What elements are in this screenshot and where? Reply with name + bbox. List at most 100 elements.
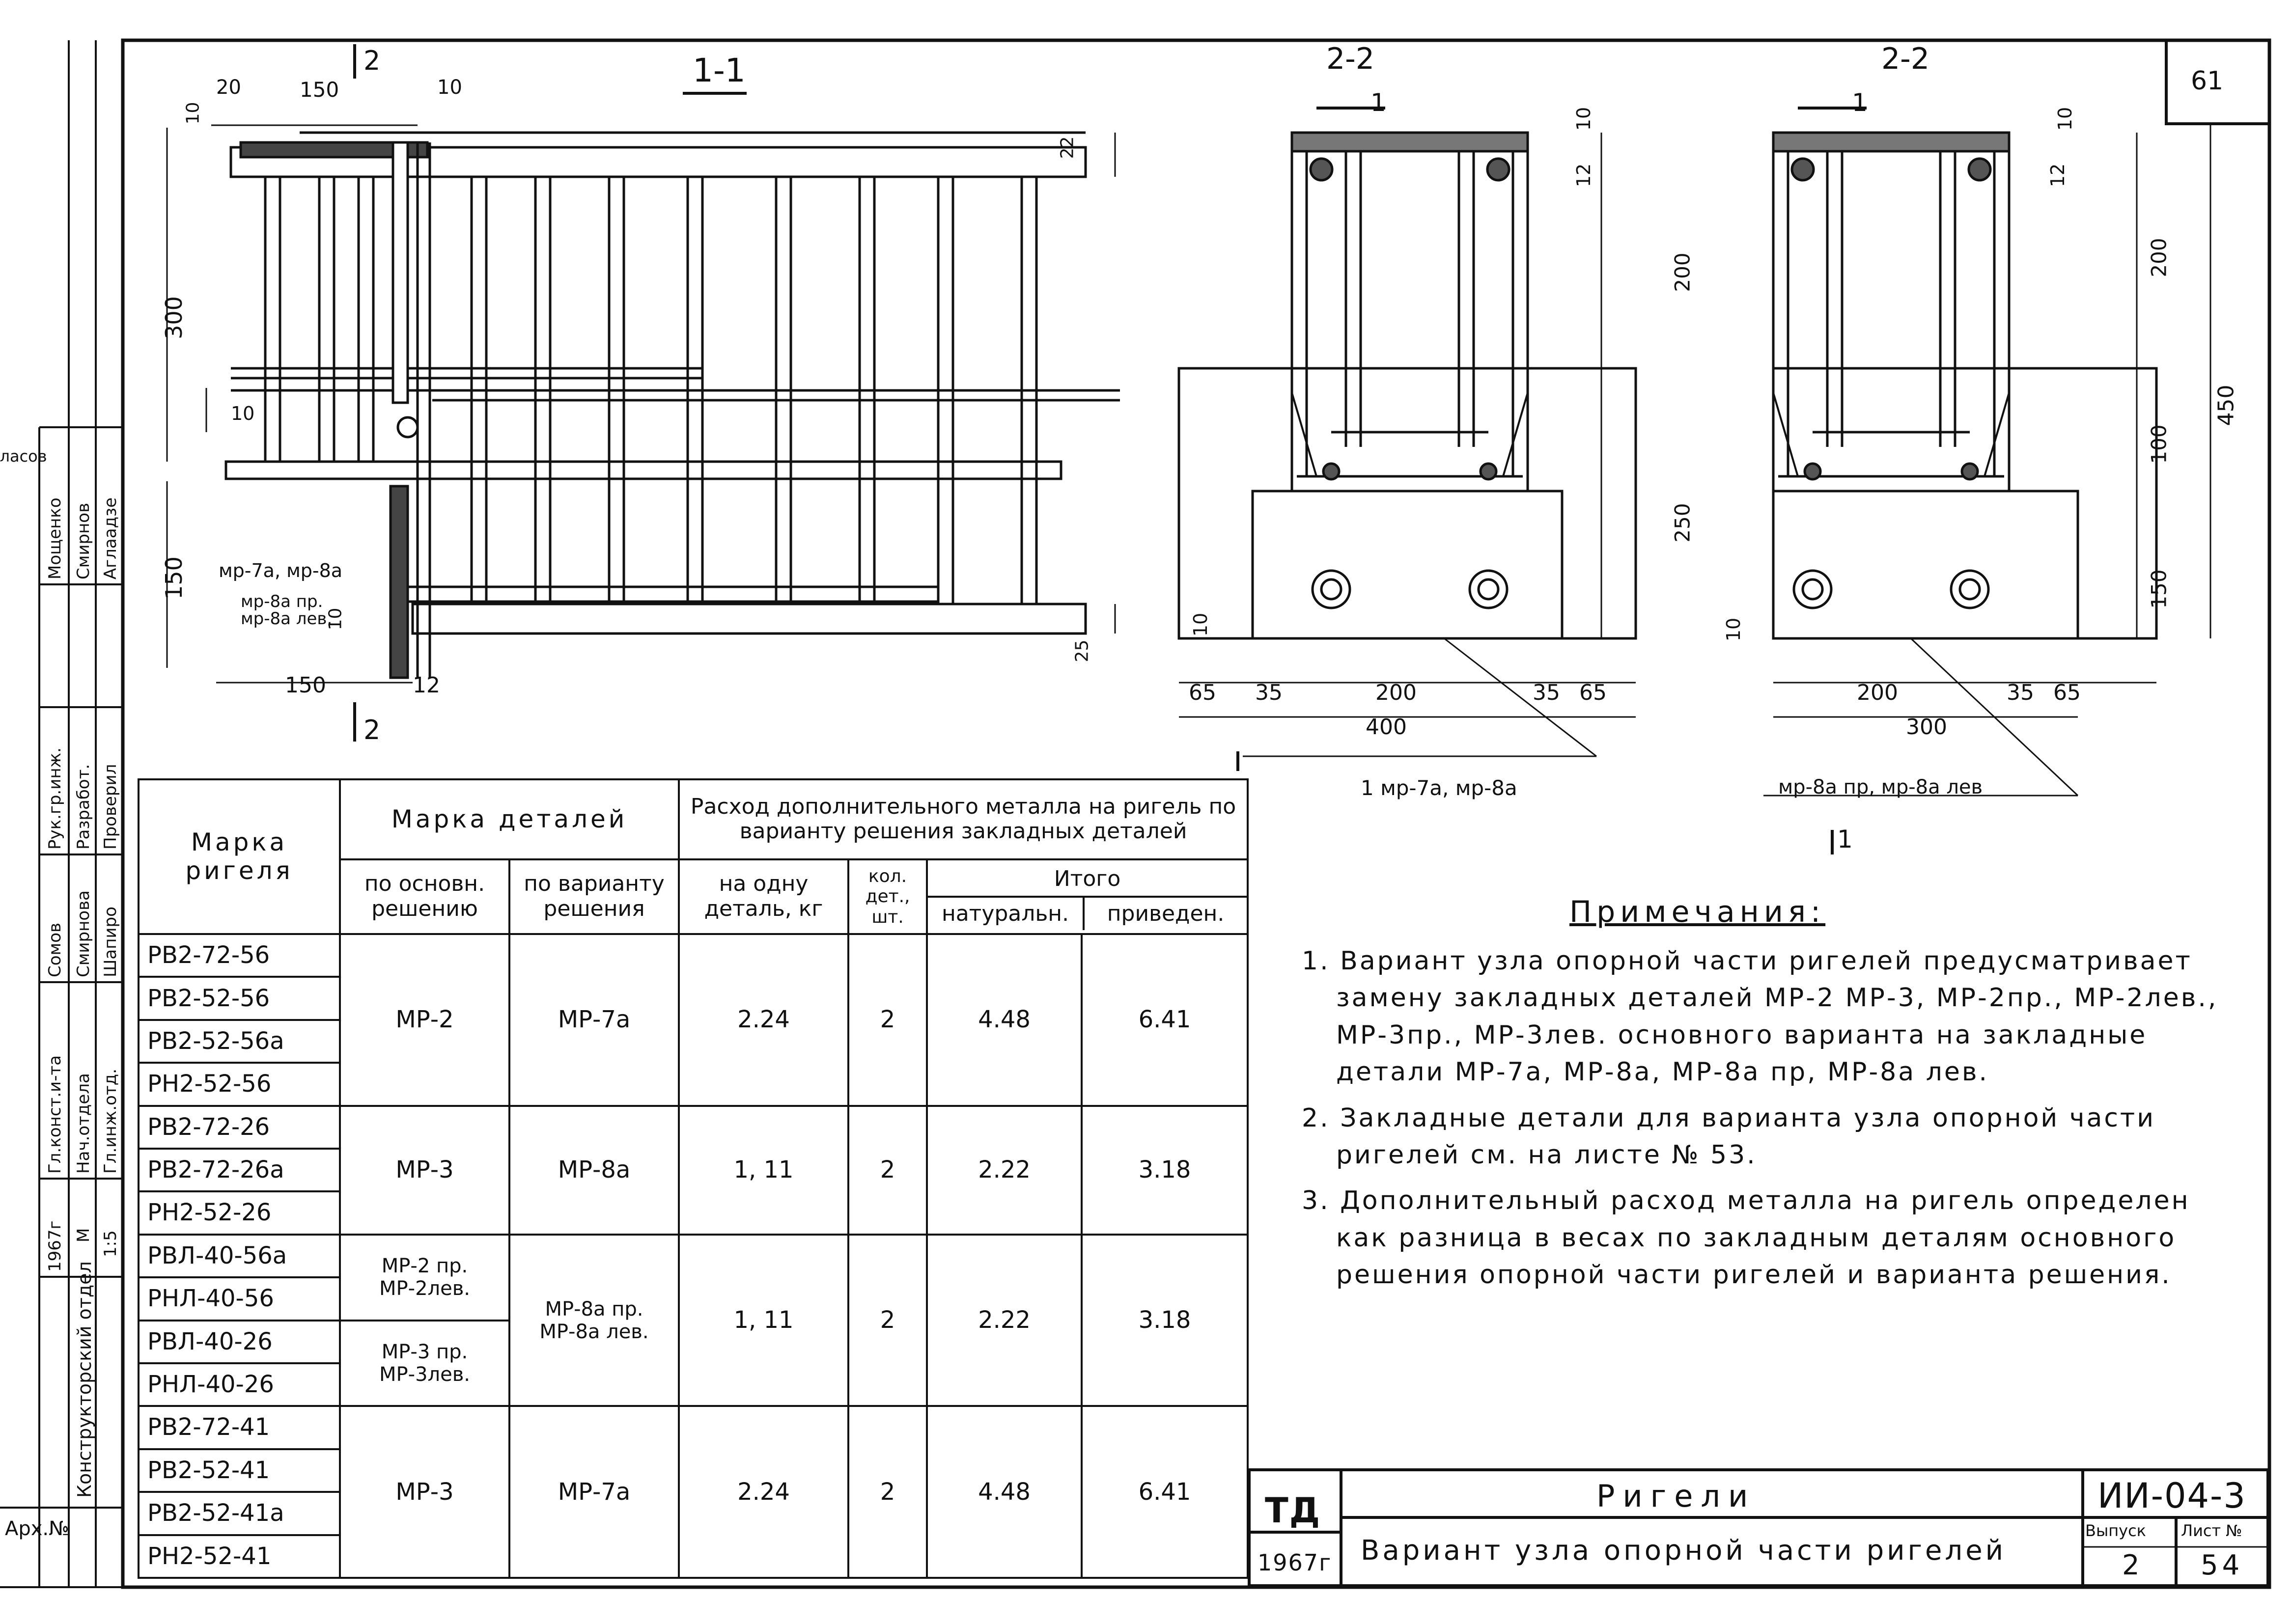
- stamp-role-3: Проверил: [101, 764, 120, 850]
- var-cell: МР-8а: [508, 1104, 680, 1236]
- section-1-1-drawing: [166, 44, 1120, 742]
- stamp-top-name: Гласов: [0, 447, 47, 466]
- spec-table: Марка ригеля Марка деталей Расход дополн…: [138, 778, 1249, 1579]
- title-main: Ригели: [1596, 1478, 1756, 1514]
- rigel-cell: РВ2-52-56а: [138, 1018, 341, 1064]
- dim-2b-200: 200: [2147, 238, 2171, 277]
- stamp-name-5: Смирнова: [74, 890, 93, 977]
- var-cell: МР-7а: [508, 933, 680, 1107]
- dim-2a-10-low: 10: [1190, 612, 1212, 637]
- stamp-role-4: Гл.конст.и-та: [45, 1055, 65, 1174]
- dim-150-top: 150: [300, 78, 339, 102]
- var-cell: МР-8а лев.: [539, 1320, 649, 1343]
- title-year: 1967г: [1258, 1549, 1332, 1576]
- title-subtitle: Вариант узла опорной части ригелей: [1361, 1535, 2007, 1567]
- sheet-number: 54: [2201, 1549, 2244, 1581]
- odnu-cell: 2.24: [678, 1405, 850, 1579]
- stamp-name-3: Аглаадзе: [101, 497, 120, 579]
- dim-2a-65b: 65: [1579, 680, 1607, 705]
- rigel-cell: РВ2-52-56: [138, 976, 341, 1021]
- note-item: 1. Вариант узла опорной части ригелей пр…: [1302, 946, 2218, 1087]
- page-number: 61: [2191, 66, 2224, 96]
- rigel-cell: РН2-52-41: [138, 1534, 341, 1579]
- dim-2a-400: 400: [1366, 715, 1407, 740]
- dim-22: 22: [1057, 136, 1078, 159]
- kol-cell: 2: [847, 1104, 928, 1236]
- th-priv: приведен.: [1107, 901, 1225, 926]
- dim-2b-10-low: 10: [1723, 617, 1745, 642]
- dim-2b-35: 35: [2007, 680, 2034, 705]
- dim-25: 25: [1072, 639, 1092, 662]
- var-cell: МР-7а: [508, 1405, 680, 1579]
- dim-2a-200b: 200: [1375, 680, 1417, 705]
- osn-cell: МР-2лев.: [379, 1277, 470, 1300]
- section-2-2b-cut: 1: [1852, 88, 1868, 117]
- stamp-scale-label: М: [74, 1228, 93, 1242]
- stamp-scale: 1:5: [101, 1230, 120, 1257]
- notes-block: 1. Вариант узла опорной части ригелей пр…: [1302, 943, 2225, 1303]
- section-1-1-title: 1-1: [693, 52, 746, 89]
- dim-2a-12: 12: [1573, 163, 1595, 188]
- title-code: ИИ-04-3: [2097, 1476, 2246, 1516]
- dim-2a-35b: 35: [1533, 680, 1560, 705]
- nat-cell: 2.22: [926, 1233, 1083, 1407]
- section-2-2b-title: 2-2: [1881, 42, 1929, 76]
- odnu-cell: 2.24: [678, 933, 850, 1107]
- osn-cell-double: МР-3 пр. МР-3лев.: [339, 1319, 510, 1407]
- rigel-cell: РВ2-72-26а: [138, 1147, 341, 1193]
- issue-label: Выпуск: [2085, 1521, 2146, 1540]
- section-2-2a-caption: 1 мр-7а, мр-8а: [1361, 776, 1517, 800]
- kol-cell: 2: [847, 1405, 928, 1579]
- th-nat: натуральн.: [928, 897, 1085, 931]
- sheet-label: Лист №: [2181, 1521, 2242, 1540]
- rigel-cell: РВЛ-40-56а: [138, 1233, 341, 1279]
- rigel-cell: РНЛ-40-56: [138, 1276, 341, 1321]
- osn-cell: МР-3: [339, 1104, 510, 1236]
- stamp-name-2: Смирнов: [74, 502, 93, 579]
- rigel-cell: РВ2-72-26: [138, 1104, 341, 1150]
- stamp-name-4: Сомов: [45, 922, 65, 977]
- section-2-2b-drawing: [1763, 107, 2211, 854]
- detail-label-1: мр-7а, мр-8а: [219, 560, 343, 581]
- nat-cell: 4.48: [926, 933, 1083, 1107]
- odnu-cell: 1, 11: [678, 1233, 850, 1407]
- osn-cell: МР-2 пр.: [381, 1255, 468, 1278]
- dim-2a-10: 10: [1573, 107, 1595, 131]
- stamp-name-6: Шапиро: [101, 907, 120, 977]
- detail-label-3: мр-8а лев.: [241, 609, 333, 629]
- priv-cell: 3.18: [1081, 1104, 1249, 1236]
- th-var: по варианту решения: [508, 858, 680, 936]
- stamp-name-1: Мощенко: [45, 497, 65, 579]
- dim-150-side: 150: [160, 556, 187, 600]
- dim-2a-35a: 35: [1255, 680, 1283, 705]
- dim-150-bottom: 150: [285, 673, 326, 698]
- stamp-role-6: Гл.инж.отд.: [101, 1069, 120, 1174]
- stamp-role-1: Рук.гр.инж.: [45, 747, 65, 850]
- priv-cell: 6.41: [1081, 1405, 1249, 1579]
- priv-cell: 6.41: [1081, 933, 1249, 1107]
- issue-number: 2: [2122, 1549, 2144, 1581]
- title-org: ТД: [1265, 1490, 1321, 1531]
- th-marka-rigelya: Марка ригеля: [138, 778, 341, 936]
- th-itogo-group: Итого натуральн. приведен.: [926, 858, 1249, 936]
- odnu-cell: 1, 11: [678, 1104, 850, 1236]
- dim-2a-65a: 65: [1189, 680, 1216, 705]
- dim-10-top: 10: [437, 76, 462, 99]
- var-cell-double: МР-8а пр. МР-8а лев.: [508, 1233, 680, 1407]
- dim-20: 20: [216, 76, 241, 99]
- section-2-2b-caption: мр-8а пр, мр-8а лев: [1778, 776, 1983, 798]
- kol-cell: 2: [847, 933, 928, 1107]
- dim-2b-65: 65: [2053, 680, 2081, 705]
- rigel-cell: РН2-52-26: [138, 1190, 341, 1236]
- dim-2b-12: 12: [2047, 163, 2069, 188]
- section-2-2b-below: 1: [1837, 825, 1853, 853]
- osn-cell: МР-3лев.: [379, 1363, 470, 1386]
- kol-cell: 2: [847, 1233, 928, 1407]
- stamp-inv: Арх.№: [5, 1517, 69, 1540]
- stamp-year: 1967г: [45, 1220, 65, 1272]
- dim-10-left: 10: [183, 102, 203, 125]
- th-itogo: Итого: [928, 863, 1247, 898]
- dim-2b-200b: 200: [1857, 680, 1898, 705]
- osn-cell-double: МР-2 пр. МР-2лев.: [339, 1233, 510, 1321]
